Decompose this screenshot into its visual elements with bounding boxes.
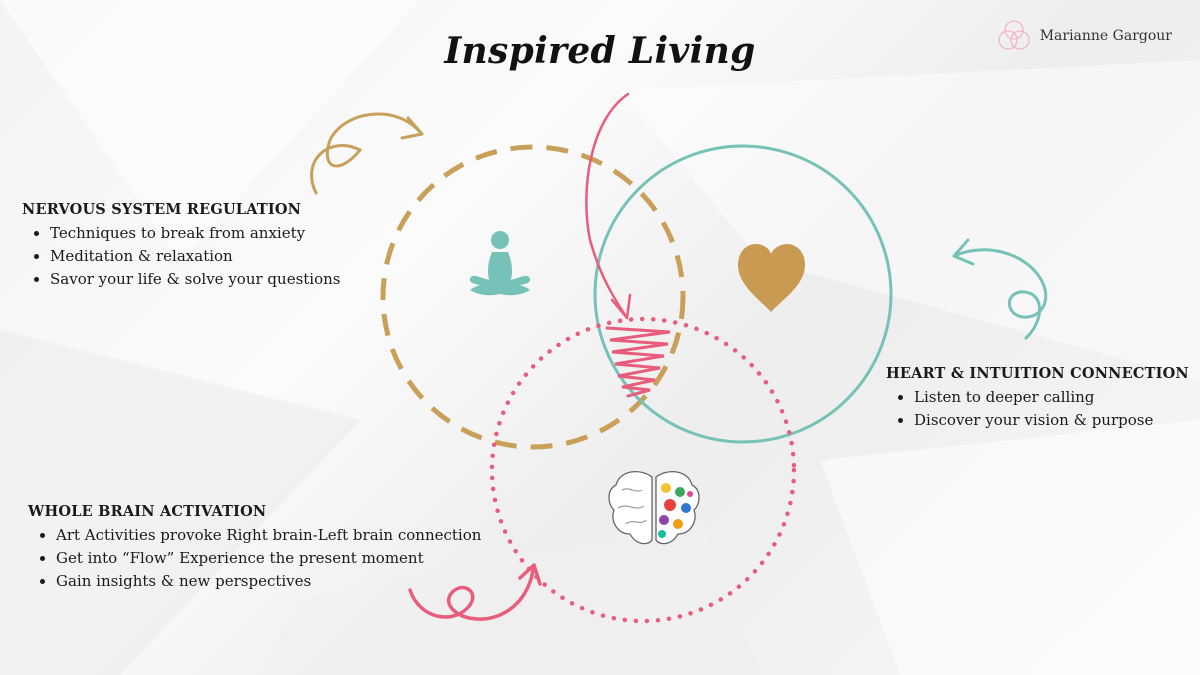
list-item: Gain insights & new perspectives: [56, 570, 481, 593]
list-item: Art Activities provoke Right brain-Left …: [56, 524, 481, 547]
meditation-figure-icon: [469, 231, 531, 296]
section-heading: HEART & INTUITION CONNECTION: [886, 365, 1189, 382]
list-item: Discover your vision & purpose: [914, 409, 1189, 432]
list-item: Listen to deeper calling: [914, 386, 1189, 409]
pink-arrow-top: [585, 92, 630, 317]
brand: Marianne Gargour: [996, 18, 1172, 54]
list-item: Techniques to break from anxiety: [50, 222, 340, 245]
gold-curly-arrow: [310, 112, 420, 195]
colorful-brain-icon: [608, 470, 700, 545]
heart-icon: [738, 244, 805, 312]
whole-brain-circle: [489, 316, 797, 624]
section-list: Art Activities provoke Right brain-Left …: [28, 524, 481, 593]
section-list: Listen to deeper calling Discover your v…: [886, 386, 1189, 432]
nervous-system-circle: [380, 144, 686, 450]
list-item: Get into “Flow” Experience the present m…: [56, 547, 481, 570]
pink-curly-arrow-bottom: [408, 568, 535, 621]
nervous-system-section: NERVOUS SYSTEM REGULATION Techniques to …: [22, 201, 340, 291]
whole-brain-section: WHOLE BRAIN ACTIVATION Art Activities pr…: [28, 503, 481, 593]
section-list: Techniques to break from anxiety Meditat…: [22, 222, 340, 291]
section-heading: WHOLE BRAIN ACTIVATION: [28, 503, 267, 520]
heart-intuition-section: HEART & INTUITION CONNECTION Listen to d…: [886, 365, 1189, 432]
page-title: Inspired Living: [444, 30, 756, 72]
heart-intuition-circle: [593, 144, 893, 444]
three-rings-logo-icon: [998, 20, 1030, 50]
list-item: Savor your life & solve your questions: [50, 268, 340, 291]
section-heading: NERVOUS SYSTEM REGULATION: [22, 201, 302, 218]
list-item: Meditation & relaxation: [50, 245, 340, 268]
brand-name: Marianne Gargour: [1039, 28, 1172, 44]
teal-curly-arrow: [953, 248, 1048, 340]
pink-scribble-center: [605, 326, 671, 398]
